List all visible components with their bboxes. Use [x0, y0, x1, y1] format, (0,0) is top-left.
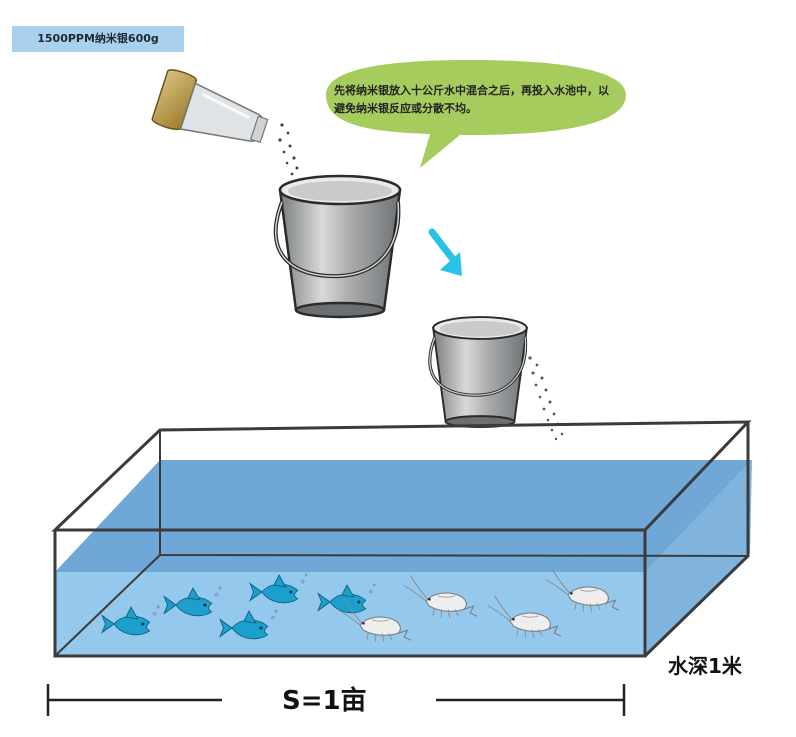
- product-label: 1500PPM纳米银600g: [12, 26, 184, 52]
- bucket-icon: [273, 174, 402, 319]
- instruction-text: 先将纳米银放入十公斤水中混合之后，再投入水池中，以避免纳米银反应或分散不均。: [334, 84, 609, 115]
- area-label: S=1亩: [282, 686, 367, 716]
- water-tank: [51, 420, 752, 658]
- dimension-line: [46, 684, 626, 716]
- depth-label: 水深1米: [668, 654, 742, 678]
- speech-bubble: [326, 60, 626, 168]
- bottle-icon: [151, 69, 269, 144]
- powder-stream: [528, 356, 564, 441]
- powder-particles: [278, 123, 302, 182]
- small-bucket-icon: [428, 315, 529, 429]
- arrow-icon: [428, 228, 462, 276]
